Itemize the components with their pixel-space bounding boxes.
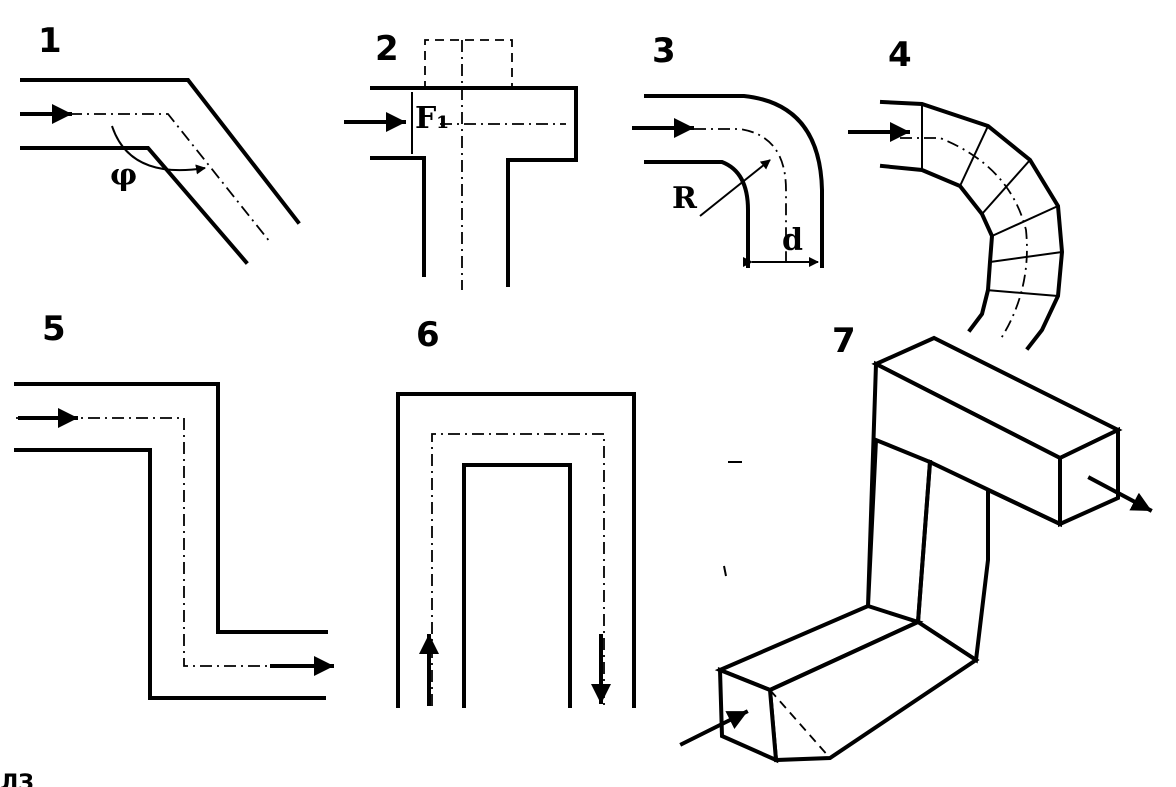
angle-symbol: φ xyxy=(110,158,137,193)
figure-7-3d-duct: 7 xyxy=(679,321,1153,764)
figure-1-number: 1 xyxy=(38,21,62,61)
figure-5-number: 5 xyxy=(42,309,66,349)
radius-symbol: R xyxy=(672,181,698,216)
figure-3-smooth-elbow: 3 R d xyxy=(632,31,824,268)
figure-5-offset-duct: 5 xyxy=(14,309,334,700)
area-symbol: F₁ xyxy=(415,101,449,136)
scan-mark xyxy=(723,565,727,577)
figure-6-u-turn-duct: 6 xyxy=(396,315,636,708)
footer-fragment: ЛЗ xyxy=(0,771,34,787)
flow-arrow-icon xyxy=(1087,475,1153,513)
angle-arc-icon xyxy=(111,125,206,175)
figure-1-angled-elbow: 1 φ xyxy=(20,21,301,265)
figure-7-number: 7 xyxy=(832,321,856,361)
radius-arrow-icon xyxy=(699,159,771,217)
figure-4-number: 4 xyxy=(888,35,912,75)
figure-6-number: 6 xyxy=(416,315,440,355)
diameter-symbol: d xyxy=(782,223,803,258)
figure-3-number: 3 xyxy=(652,31,676,71)
figure-2-number: 2 xyxy=(375,29,399,69)
figure-2-sharp-elbow: 2 F₁ xyxy=(344,29,578,290)
figure-4-segmented-elbow: 4 xyxy=(848,35,1065,351)
flow-arrow-icon xyxy=(679,709,749,747)
